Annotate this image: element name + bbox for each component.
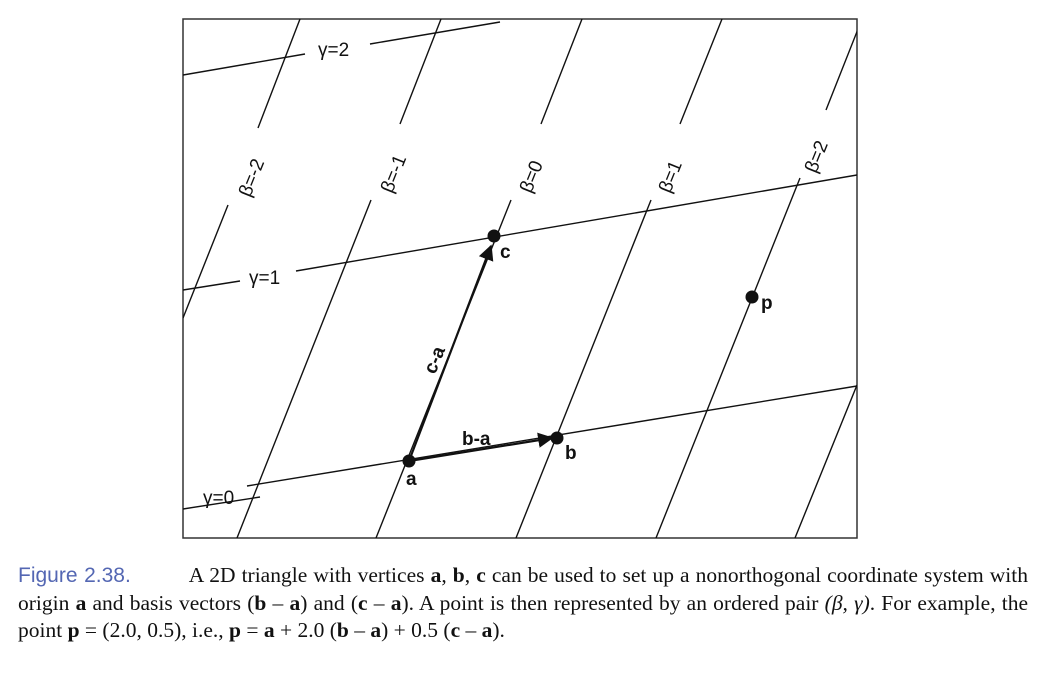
caption-text: = bbox=[240, 618, 264, 642]
gamma-line-1-cont bbox=[295, 174, 857, 272]
caption-text: A 2D triangle with vertices bbox=[188, 563, 431, 587]
beta-line-1-top bbox=[679, 19, 723, 125]
caption-math-pair: (β, γ) bbox=[824, 590, 870, 615]
point-b bbox=[550, 431, 564, 445]
beta-line-3 bbox=[794, 384, 857, 538]
caption-bold-b: b bbox=[452, 563, 465, 587]
label-beta-0: β=0 bbox=[516, 158, 548, 196]
caption-bold-c: c bbox=[450, 618, 461, 642]
gamma-line-2 bbox=[183, 53, 306, 76]
label-point-a: a bbox=[406, 469, 417, 490]
caption-sep: – bbox=[266, 590, 290, 615]
label-gamma-2: γ=2 bbox=[318, 40, 349, 61]
point-p bbox=[745, 290, 759, 304]
label-beta-m1: β=-1 bbox=[377, 152, 411, 196]
beta-line-m2 bbox=[183, 204, 229, 319]
label-point-c: c bbox=[500, 242, 511, 263]
caption-bold-c: c bbox=[358, 590, 368, 615]
caption-sep: , bbox=[464, 563, 477, 587]
label-vector-c-minus-a: c-a bbox=[420, 343, 450, 377]
point-a bbox=[402, 454, 416, 468]
beta-line-m2-top bbox=[257, 19, 301, 129]
caption-bold-b: b bbox=[254, 590, 267, 615]
caption-sep: , bbox=[441, 563, 453, 587]
beta-line-2 bbox=[655, 177, 801, 538]
label-point-b: b bbox=[565, 443, 577, 464]
vector-b-minus-a bbox=[408, 432, 554, 463]
caption-sep: – bbox=[460, 618, 482, 642]
label-beta-1: β=1 bbox=[655, 158, 687, 196]
caption-text: ) and ( bbox=[300, 590, 359, 615]
beta-line-0-top bbox=[540, 19, 583, 125]
caption-text: ). A point is then represented by an ord… bbox=[401, 590, 825, 615]
figure-caption: Figure 2.38.A 2D triangle with vertices … bbox=[18, 562, 1028, 645]
beta-line-m1-top bbox=[399, 19, 442, 125]
caption-bold-a: a bbox=[289, 590, 301, 615]
label-beta-2: β=2 bbox=[801, 138, 833, 176]
label-beta-m2: β=-2 bbox=[235, 156, 269, 200]
caption-bold-a: a bbox=[263, 618, 275, 642]
beta-line-m1 bbox=[236, 199, 372, 538]
caption-text: = (2.0, 0.5), i.e., bbox=[79, 618, 230, 642]
caption-text: and basis vectors ( bbox=[86, 590, 255, 615]
gamma-line-1 bbox=[183, 280, 241, 291]
label-point-p: p bbox=[761, 293, 773, 314]
label-gamma-0: γ=0 bbox=[203, 488, 234, 509]
point-c bbox=[487, 229, 501, 243]
caption-bold-a: a bbox=[430, 563, 442, 587]
label-vector-b-minus-a: b-a bbox=[462, 429, 491, 450]
caption-bold-b: b bbox=[336, 618, 349, 642]
caption-bold-a: a bbox=[390, 590, 402, 615]
label-gamma-1: γ=1 bbox=[249, 268, 280, 289]
beta-line-1 bbox=[515, 199, 652, 538]
caption-bold-a: a bbox=[370, 618, 382, 642]
caption-text: + 2.0 ( bbox=[274, 618, 337, 642]
caption-bold-p: p bbox=[229, 618, 241, 642]
beta-line-2-top bbox=[825, 29, 857, 111]
caption-bold-c: c bbox=[476, 563, 486, 587]
figure-number: Figure 2.38. bbox=[18, 564, 131, 587]
beta-line-m2-low bbox=[236, 537, 237, 538]
caption-text: . For example, the point bbox=[18, 590, 1029, 643]
diagram-frame bbox=[182, 18, 858, 539]
vector-c-minus-a bbox=[407, 244, 494, 462]
caption-text: ) + 0.5 ( bbox=[381, 618, 451, 642]
caption-sep: – bbox=[348, 618, 371, 642]
caption-bold-a: a bbox=[75, 590, 87, 615]
coordinate-diagram: γ=0 γ=1 γ=2 β=-2 β=-1 β=0 β=1 β=2 a b c … bbox=[182, 18, 858, 539]
caption-bold-a: a bbox=[481, 618, 493, 642]
caption-sep: – bbox=[367, 590, 391, 615]
caption-text: ). bbox=[492, 618, 505, 642]
caption-text: can be used to set up a nonorthogonal co… bbox=[18, 563, 1028, 615]
caption-bold-p: p bbox=[67, 618, 80, 642]
gamma-line-0 bbox=[183, 496, 261, 510]
